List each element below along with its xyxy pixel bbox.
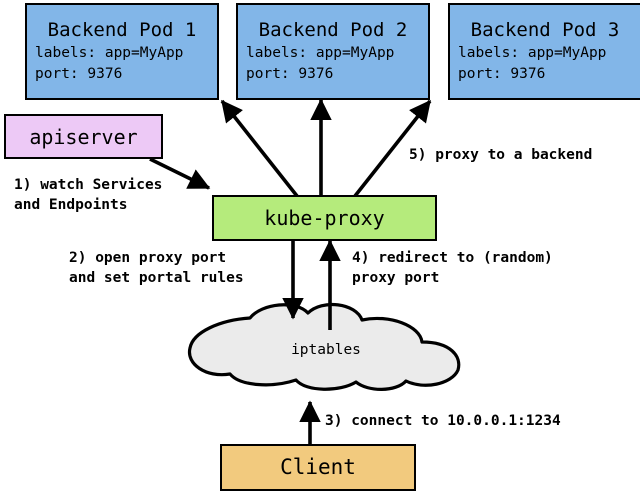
client-box: Client	[220, 444, 416, 491]
kube-proxy-box: kube-proxy	[212, 195, 437, 241]
backend-pod-2-box: Backend Pod 2 labels: app=MyApp port: 93…	[236, 3, 430, 100]
arrow-kubeproxy-to-pod1	[220, 99, 299, 198]
step-5-line-1: 5) proxy to a backend	[409, 147, 593, 163]
step-1-line-1: 1) watch Services	[14, 177, 163, 193]
step-4-annotation: 4) redirect to (random) proxy port	[352, 248, 553, 288]
backend-pod-1-port: port: 9376	[35, 65, 123, 82]
backend-pod-1-labels: labels: app=MyApp	[35, 44, 184, 61]
step-4-line-1: 4) redirect to (random)	[352, 250, 553, 266]
backend-pod-3-labels: labels: app=MyApp	[458, 44, 607, 61]
step-4-line-2: proxy port	[352, 270, 440, 286]
step-2-line-2: and set portal rules	[69, 270, 244, 286]
step-1-line-2: and Endpoints	[14, 197, 128, 213]
step-5-annotation: 5) proxy to a backend	[409, 145, 592, 165]
arrow-apiserver-to-kubeproxy	[149, 157, 211, 190]
backend-pod-3-box: Backend Pod 3 labels: app=MyApp port: 93…	[448, 3, 640, 100]
apiserver-label: apiserver	[29, 124, 138, 149]
apiserver-box: apiserver	[4, 114, 163, 159]
step-3-annotation: 3) connect to 10.0.0.1:1234	[325, 411, 561, 431]
backend-pod-1-title: Backend Pod 1	[47, 18, 197, 41]
step-2-line-1: 2) open proxy port	[69, 250, 227, 266]
backend-pod-1-box: Backend Pod 1 labels: app=MyApp port: 93…	[25, 3, 219, 100]
iptables-cloud-shape	[187, 302, 461, 391]
backend-pod-3-port: port: 9376	[458, 65, 546, 82]
backend-pod-2-title: Backend Pod 2	[258, 18, 408, 41]
step-2-annotation: 2) open proxy port and set portal rules	[69, 248, 244, 288]
backend-pod-2-port: port: 9376	[246, 65, 334, 82]
backend-pod-2-labels: labels: app=MyApp	[246, 44, 395, 61]
arrow-kubeproxy-to-pod3	[353, 99, 432, 198]
client-label: Client	[280, 455, 356, 479]
step-3-line-1: 3) connect to 10.0.0.1:1234	[325, 413, 561, 429]
step-1-annotation: 1) watch Services and Endpoints	[14, 175, 162, 215]
kube-proxy-label: kube-proxy	[264, 206, 385, 230]
backend-pod-3-title: Backend Pod 3	[470, 18, 620, 41]
iptables-label: iptables	[291, 342, 361, 358]
